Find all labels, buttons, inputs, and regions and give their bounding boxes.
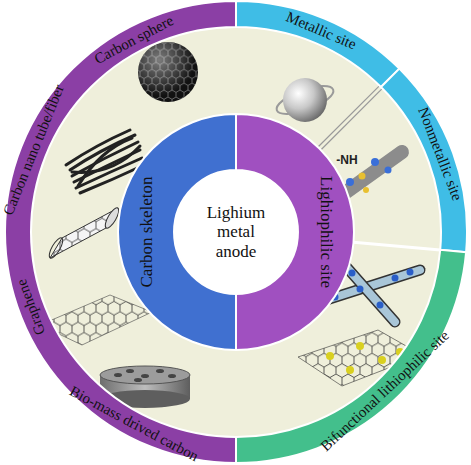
- band-label: Lighiophilic site: [318, 176, 335, 288]
- graphene-sheet: [40, 295, 152, 345]
- band-label: Metallic site: [284, 10, 358, 53]
- band-shape: [236, 114, 354, 350]
- band-shape: [118, 114, 236, 350]
- band-label: Carbon nano tube/fiber: [1, 83, 67, 218]
- cnt-tube: [342, 262, 395, 322]
- band-shape: [236, 1, 399, 87]
- doped-graphene: [298, 330, 422, 386]
- dot: [346, 366, 354, 374]
- band-label: Nonmetallic site: [415, 105, 464, 203]
- pore: [168, 374, 176, 378]
- sector-divider: [354, 242, 441, 250]
- dot: [407, 269, 414, 276]
- dot: [371, 158, 379, 166]
- band-label: Graphene: [14, 277, 48, 337]
- nanotube-end: [47, 236, 65, 260]
- nanotube-bundle: [66, 130, 144, 193]
- dot: [349, 270, 356, 277]
- nanotube-mesh: [50, 208, 118, 258]
- cnt-tube: [342, 262, 395, 322]
- dot: [326, 352, 334, 360]
- band-shape: [381, 69, 467, 252]
- carbon-sphere-mesh: [138, 42, 198, 102]
- carbon-sphere-shine: [138, 42, 198, 102]
- double-divider: [318, 86, 380, 147]
- dot: [385, 167, 392, 174]
- band-label: Bio-mass drived carbon: [67, 384, 201, 465]
- fiber: [72, 146, 140, 172]
- dot: [357, 286, 364, 293]
- fiber: [78, 138, 132, 186]
- group-label: -NH: [336, 153, 357, 167]
- biomass-base: [100, 390, 190, 408]
- dot: [359, 173, 366, 180]
- pore: [156, 369, 164, 373]
- center-label: Lighium metal anode: [200, 203, 272, 262]
- metal-sphere: [283, 78, 327, 122]
- biomass-top: [100, 366, 190, 384]
- dot: [346, 178, 354, 186]
- biomass-pores: [114, 369, 176, 382]
- dot: [378, 356, 386, 364]
- band-shape: [236, 250, 466, 463]
- pore: [141, 374, 149, 378]
- dot: [331, 173, 338, 180]
- dot: [356, 342, 364, 350]
- pore: [134, 378, 142, 382]
- pore: [126, 369, 134, 373]
- pore: [114, 373, 122, 377]
- band-shape: [5, 1, 236, 463]
- double-divider: [321, 88, 383, 150]
- carbon-sphere: [138, 42, 198, 102]
- bifunctional-dots: [332, 269, 414, 309]
- dot: [332, 294, 339, 301]
- nonmetal-rod: [328, 152, 402, 205]
- band-label: Carbon skeleton: [138, 177, 155, 288]
- dot: [396, 348, 404, 356]
- nanotube-end: [103, 206, 121, 230]
- nanotube-body: [50, 208, 118, 258]
- band-label: Bifunctional lithiophilic site: [318, 328, 452, 454]
- dot: [337, 195, 344, 202]
- graphene-dopants: [326, 342, 404, 374]
- center-circle: Lighium metal anode: [174, 170, 298, 294]
- dot: [377, 302, 384, 309]
- band-label: Carbon sphere: [92, 12, 176, 66]
- dot: [363, 187, 369, 193]
- dot: [392, 275, 399, 282]
